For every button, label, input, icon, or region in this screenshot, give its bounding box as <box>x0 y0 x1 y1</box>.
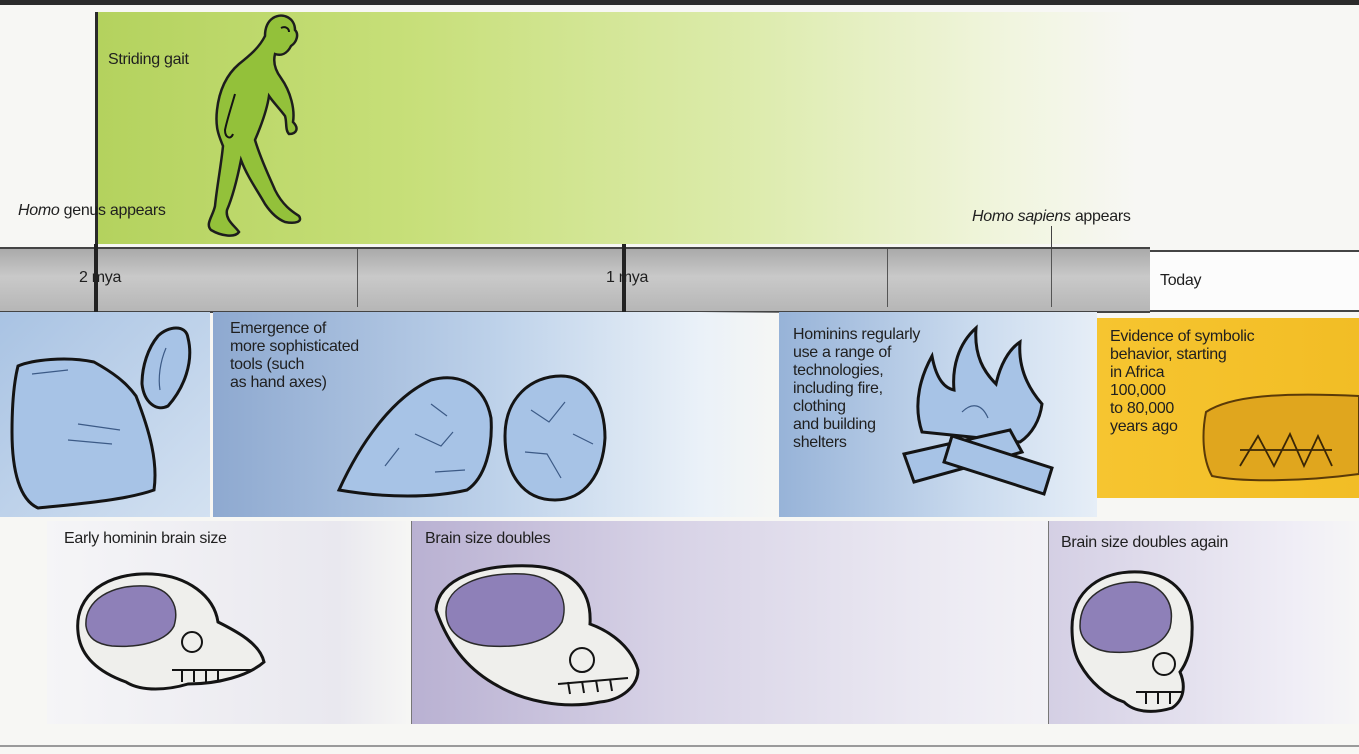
striding-gait-label: Striding gait <box>108 51 189 69</box>
homo-sapiens-marker-line <box>1051 226 1052 248</box>
homo-sapiens-label: Homo sapiens appears <box>972 208 1131 226</box>
homo-sapiens-skull-icon <box>1066 568 1206 718</box>
brain-doubles-again-label: Brain size doubles again <box>1061 534 1228 552</box>
timeline-divider <box>1051 249 1052 307</box>
tick-1mya <box>622 244 626 312</box>
today-label: Today <box>1160 272 1201 290</box>
timeline-bar: 2 mya 1 mya <box>0 247 1150 313</box>
timeline-divider <box>887 249 888 307</box>
bottom-rule <box>0 745 1359 747</box>
campfire-icon <box>892 322 1072 502</box>
tick-2mya <box>94 244 98 312</box>
brain-doubles-label: Brain size doubles <box>425 530 550 548</box>
timeline-divider <box>357 249 358 307</box>
today-cell: Today <box>1150 250 1359 312</box>
early-hominin-skull-icon <box>68 566 268 696</box>
engraved-ochre-icon <box>1200 388 1359 488</box>
top-rule <box>0 0 1359 5</box>
hand-axe-icons <box>335 374 610 504</box>
walking-hominin-figure <box>195 10 315 240</box>
marker-1mya-label: 1 mya <box>606 269 648 287</box>
early-brain-size-label: Early hominin brain size <box>64 530 227 548</box>
stone-tool-icon <box>8 322 208 512</box>
homo-genus-label: Homo genus appears <box>18 202 166 220</box>
marker-2mya-label: 2 mya <box>79 269 121 287</box>
homo-erectus-skull-icon <box>432 560 682 726</box>
